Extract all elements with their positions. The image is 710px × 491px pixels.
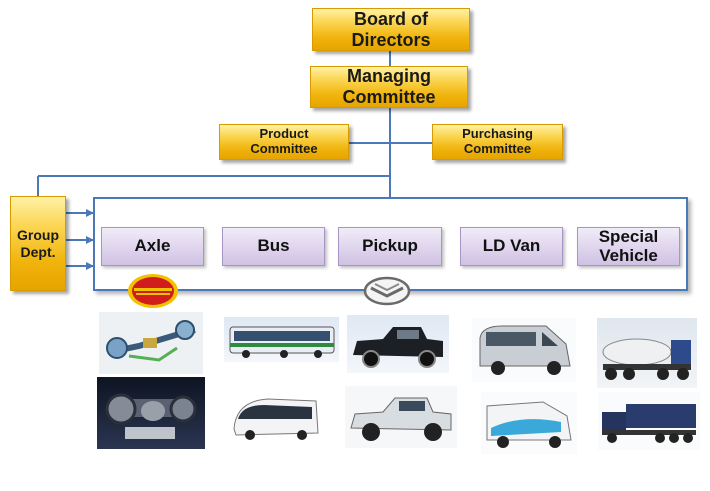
pickup-photo-2: [345, 386, 457, 448]
special-vehicle-photo-1: [597, 318, 697, 388]
division-ld-van: LD Van: [460, 227, 563, 266]
division-axle: Axle: [101, 227, 204, 266]
bus-photo-2: [228, 389, 324, 447]
pickup-photo-1: [347, 315, 449, 373]
special-vehicle-photo-2: [598, 392, 700, 450]
ld-van-photo-1: [472, 318, 576, 382]
axle-photo-2: [97, 377, 205, 449]
purchasing-committee-box: Purchasing Committee: [432, 124, 563, 160]
chevron-emblem-logo-icon: [363, 276, 411, 306]
ld-van-photo-2: [481, 392, 577, 454]
group-dept-box: Group Dept.: [10, 196, 66, 291]
division-pickup: Pickup: [338, 227, 442, 266]
division-bus: Bus: [222, 227, 325, 266]
bus-photo-1: [224, 317, 339, 362]
red-circle-logo-icon: [128, 274, 178, 308]
managing-committee-box: Managing Committee: [310, 66, 468, 108]
board-of-directors-box: Board of Directors: [312, 8, 470, 51]
axle-photo-1: [99, 312, 203, 374]
division-special-vehicle: Special Vehicle: [577, 227, 680, 266]
product-committee-box: Product Committee: [219, 124, 349, 160]
